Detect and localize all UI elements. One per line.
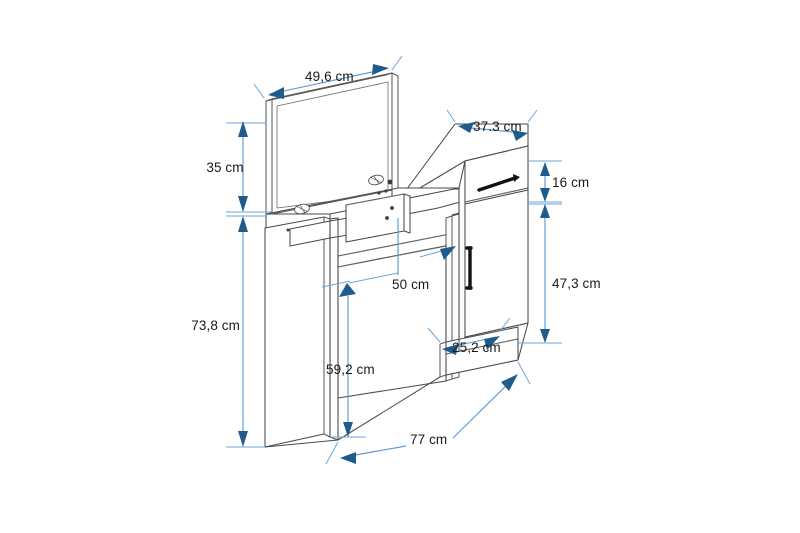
furniture-assembly: [264, 72, 529, 448]
dimension-drawer-height: 16 cm: [528, 160, 589, 203]
dimension-cabinet-depth: 37.3 cm: [446, 109, 538, 141]
dimension-label-overall-height: 73,8 cm: [191, 318, 240, 333]
dimension-mirror-height: 35 cm: [206, 121, 272, 213]
internal-back-panel: [329, 217, 339, 441]
dimension-label-drawer-height: 16 cm: [552, 175, 589, 190]
dimension-label-overall-width: 77 cm: [410, 432, 447, 447]
dimension-label-open-shelf-height: 50 cm: [392, 277, 429, 292]
dimension-label-cabinet-depth: 37.3 cm: [473, 119, 522, 134]
dimension-plinth-depth: 25,2 cm: [427, 317, 511, 355]
carcase-edges: [445, 212, 460, 382]
dimension-lower-cabinet-height: 47,3 cm: [518, 203, 601, 344]
drawer: [464, 145, 529, 203]
cabinet-door: [464, 189, 529, 338]
left-side-panel: [264, 216, 331, 448]
dimension-overall-width: 77 cm: [325, 361, 531, 465]
worktop-opening: [271, 189, 411, 247]
dimension-label-lower-cabinet-height: 47,3 cm: [552, 276, 601, 291]
bottom-edges: [264, 322, 529, 448]
mirror-panel: [265, 72, 399, 217]
dimension-label-plinth-depth: 25,2 cm: [452, 340, 501, 355]
dimension-label-mirror-height: 35 cm: [206, 160, 243, 175]
drawer-handle: [477, 176, 517, 192]
dimension-open-shelf-height: 50 cm: [348, 218, 429, 292]
dimension-overall-height: 73,8 cm: [191, 215, 266, 448]
door-handle: [465, 246, 473, 290]
open-compartment: [337, 245, 447, 399]
dimension-label-mirror-width: 49,6 cm: [305, 69, 354, 84]
dimension-mirror-width: 49,6 cm: [253, 55, 403, 99]
dimension-side-panel-height: 59,2 cm: [321, 280, 375, 438]
dimension-shelf-leader: [419, 246, 456, 260]
cam-lock-fitting: [294, 174, 384, 215]
carcase-join-lines: [329, 187, 460, 441]
dimension-label-side-panel-height: 59,2 cm: [326, 362, 375, 377]
